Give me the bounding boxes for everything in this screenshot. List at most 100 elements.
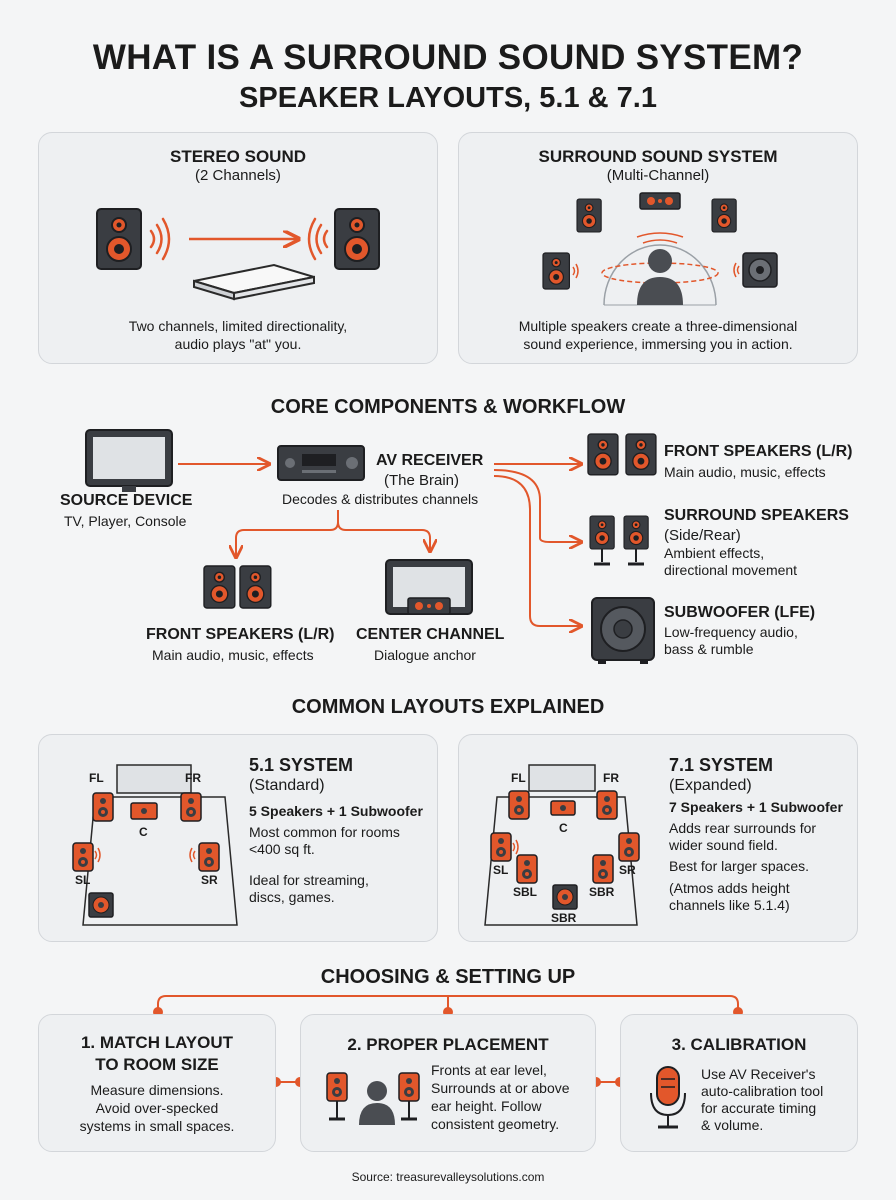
surround-title: SURROUND SOUND SYSTEM — [538, 147, 778, 166]
surround-speakers-icon — [589, 515, 649, 566]
step-1-desc-2: Avoid over-specked — [95, 1100, 219, 1116]
stereo-title: STEREO SOUND — [169, 147, 307, 166]
label-sr: SR — [619, 863, 636, 877]
step-1-desc-1: Measure dimensions. — [90, 1082, 224, 1098]
step-3-desc-1: Use AV Receiver's — [701, 1066, 816, 1082]
layout-5-1-title: 5.1 SYSTEM — [249, 755, 354, 775]
center-channel-icon — [385, 559, 473, 615]
stereo-illustration — [96, 208, 380, 301]
subwoofer-title: SUBWOOFER (LFE) — [664, 604, 816, 621]
front-speakers-icon — [587, 433, 619, 476]
subwoofer-icon — [591, 597, 655, 664]
stereo-desc-2: audio plays "at" you. — [174, 336, 302, 352]
stereo-card: STEREO SOUND (2 Channels) Two channels, … — [38, 132, 438, 364]
surround-speakers-desc-2: directional movement — [664, 562, 798, 578]
setup-heading: CHOOSING & SETTING UP — [320, 966, 576, 988]
front-right-speaker-icon — [239, 565, 272, 609]
step-1-desc-3: systems in small spaces. — [79, 1118, 235, 1134]
step-3-title: 3. CALIBRATION — [671, 1035, 807, 1054]
step-3-card: 3. CALIBRATION Use AV Receiver's auto-ca… — [620, 1014, 858, 1152]
layout-5-1-card: FL FR C SL SR 5.1 SYSTEM (Standard) 5 Sp… — [38, 734, 438, 942]
layout-5-1-desc-2: <400 sq ft. — [249, 841, 315, 857]
listener-icon — [637, 249, 683, 305]
placement-illustration — [326, 1072, 420, 1125]
step-2-desc-2: Surrounds at or above — [431, 1080, 570, 1096]
label-sbl: SBL — [513, 885, 537, 899]
step-1-title-2: TO ROOM SIZE — [95, 1055, 219, 1074]
front-right-title: FRONT SPEAKERS (L/R) — [664, 443, 853, 460]
surround-speakers-sub: (Side/Rear) — [664, 527, 741, 544]
av-receiver-icon — [277, 445, 365, 481]
layout-5-1-count: 5 Speakers + 1 Subwoofer — [249, 803, 423, 819]
label-c: C — [559, 821, 568, 835]
center-desc: Dialogue anchor — [374, 647, 476, 663]
layout-7-1-count: 7 Speakers + 1 Subwoofer — [669, 799, 843, 815]
step-2-title: 2. PROPER PLACEMENT — [347, 1035, 549, 1054]
stereo-desc-1: Two channels, limited directionality, — [128, 318, 348, 334]
receiver-sub: (The Brain) — [384, 472, 460, 489]
page-subtitle: SPEAKER LAYOUTS, 5.1 & 7.1 — [239, 82, 657, 114]
front-speakers-desc: Main audio, music, effects — [152, 647, 314, 663]
step-3-desc-2: auto-calibration tool — [701, 1083, 824, 1099]
subwoofer-icon — [552, 884, 578, 910]
tv-icon — [85, 429, 173, 492]
subwoofer-desc-1: Low-frequency audio, — [664, 624, 798, 640]
layout-7-1-desc-4: (Atmos adds height — [669, 880, 790, 896]
label-fr: FR — [603, 771, 619, 785]
label-fr: FR — [185, 771, 201, 785]
layout-5-1-desc-3: Ideal for streaming, — [249, 872, 369, 888]
surround-speakers-title: SURROUND SPEAKERS — [664, 507, 849, 524]
player-device-icon — [193, 263, 315, 301]
step-2-desc-3: ear height. Follow — [431, 1098, 542, 1114]
step-3-desc-3: for accurate timing — [701, 1100, 817, 1116]
step-2-desc-1: Fronts at ear level, — [431, 1062, 547, 1078]
subwoofer-desc-2: bass & rumble — [664, 641, 754, 657]
surround-subtitle: (Multi-Channel) — [606, 167, 710, 184]
step-3-desc-4: & volume. — [701, 1117, 764, 1133]
layout-7-1-desc-5: channels like 5.1.4) — [669, 897, 790, 913]
layouts-heading: COMMON LAYOUTS EXPLAINED — [291, 696, 605, 718]
surround-illustration — [542, 192, 778, 306]
source-desc: TV, Player, Console — [64, 513, 187, 529]
front-speakers-title: FRONT SPEAKERS (L/R) — [146, 626, 335, 643]
page-title: WHAT IS A SURROUND SOUND SYSTEM? — [92, 38, 804, 77]
layout-5-1-desc-4: discs, games. — [249, 889, 335, 905]
surround-card: SURROUND SOUND SYSTEM (Multi-Channel) Mu… — [458, 132, 858, 364]
source-credit: Source: treasurevalleysolutions.com — [351, 1170, 545, 1184]
layout-7-1-sub: (Expanded) — [669, 777, 752, 794]
core-heading: CORE COMPONENTS & WORKFLOW — [270, 396, 626, 418]
label-sr: SR — [201, 873, 218, 887]
front-right-desc: Main audio, music, effects — [664, 464, 826, 480]
label-sl: SL — [493, 863, 509, 877]
layout-7-1-card: FL FR C SL SR SBL SBR SBR 7.1 SYSTEM (Ex… — [458, 734, 858, 942]
center-title: CENTER CHANNEL — [356, 626, 505, 643]
layout-7-1-diagram — [484, 764, 640, 926]
subwoofer-icon — [742, 252, 778, 288]
label-c: C — [139, 825, 148, 839]
label-sl: SL — [75, 873, 91, 887]
label-fl: FL — [511, 771, 526, 785]
surround-desc-1: Multiple speakers create a three-dimensi… — [518, 318, 798, 334]
listener-icon — [367, 1081, 387, 1101]
front-left-speaker-icon — [203, 565, 236, 609]
layout-7-1-desc-1: Adds rear surrounds for — [669, 820, 817, 836]
step-2-desc-4: consistent geometry. — [431, 1116, 560, 1132]
layout-7-1-desc-3: Best for larger spaces. — [669, 858, 810, 874]
receiver-desc: Decodes & distributes channels — [282, 491, 479, 507]
center-speaker-icon — [639, 192, 681, 210]
layout-5-1-sub: (Standard) — [249, 777, 325, 794]
stereo-subtitle: (2 Channels) — [195, 167, 281, 184]
step-1-card: 1. MATCH LAYOUT TO ROOM SIZE Measure dim… — [38, 1014, 276, 1152]
label-sbr-sub: SBR — [551, 911, 577, 925]
label-fl: FL — [89, 771, 104, 785]
source-title: SOURCE DEVICE — [60, 492, 193, 509]
workflow-diagram — [85, 429, 657, 664]
layout-5-1-desc-1: Most common for rooms — [249, 824, 400, 840]
surround-speakers-desc-1: Ambient effects, — [664, 545, 765, 561]
step-2-card: 2. PROPER PLACEMENT Fronts at ear level,… — [300, 1014, 596, 1152]
step-1-title-1: 1. MATCH LAYOUT — [80, 1033, 234, 1052]
layout-5-1-diagram — [72, 764, 238, 926]
microphone-icon — [650, 1066, 686, 1129]
label-sbr: SBR — [589, 885, 615, 899]
subwoofer-icon — [88, 892, 114, 918]
